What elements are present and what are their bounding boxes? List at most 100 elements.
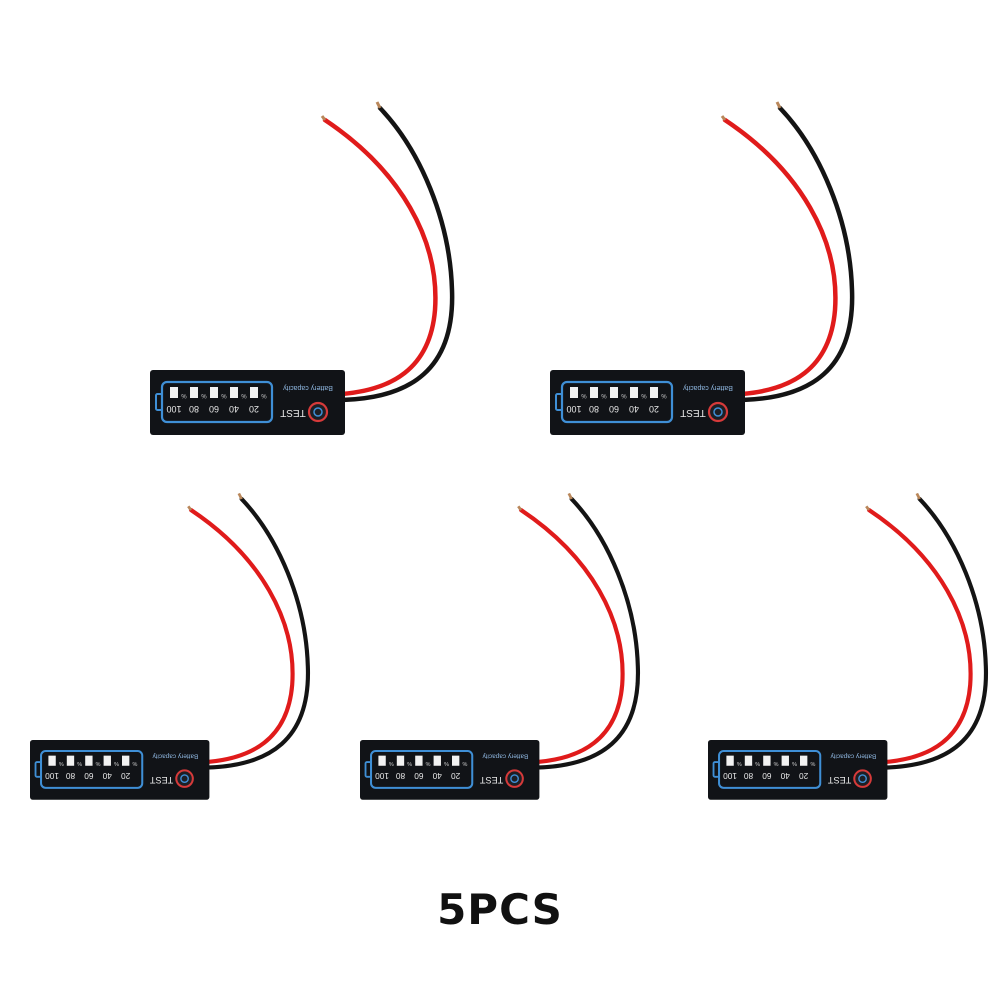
level-led-100 (378, 755, 386, 766)
level-label-100: 100 (166, 404, 181, 414)
battery-terminal (364, 761, 372, 778)
level-led-20 (650, 387, 658, 398)
level-label-60: 60 (209, 404, 219, 414)
level-label-20: 20 (649, 404, 659, 414)
level-label-40: 40 (229, 404, 239, 414)
module-board (360, 740, 540, 800)
black-wire (882, 496, 988, 770)
power-icon (313, 407, 323, 417)
percent-sign: % (201, 392, 207, 398)
level-label-40: 40 (102, 771, 112, 780)
level-label-60: 60 (609, 404, 619, 414)
brand-text: Battery capacity (683, 384, 733, 391)
level-led-40 (103, 755, 111, 766)
red-wire (322, 117, 438, 397)
black-wire (339, 105, 455, 403)
level-label-80: 80 (743, 771, 753, 780)
power-icon (510, 774, 519, 784)
percent-sign: % (221, 392, 227, 398)
battery-terminal (712, 761, 720, 778)
test-button (175, 769, 194, 788)
brand-text: Battery capacity (830, 753, 877, 760)
brand-text: Battery capacity (152, 753, 199, 760)
percent-sign: % (792, 760, 797, 766)
percent-sign: % (601, 392, 607, 398)
level-label-40: 40 (629, 404, 639, 414)
test-button (505, 769, 524, 788)
black-wire (204, 496, 310, 770)
red-wire-tip (517, 505, 523, 511)
level-led-20 (250, 387, 258, 398)
red-wire (188, 507, 295, 765)
module-board (550, 370, 745, 435)
level-label-80: 80 (589, 404, 599, 414)
black-wire-tip (237, 492, 243, 500)
black-wire-tip (775, 101, 782, 109)
battery-terminal (155, 393, 163, 411)
level-label-100: 100 (45, 771, 59, 780)
red-wire (722, 117, 838, 397)
power-icon (858, 774, 867, 784)
quantity-caption: 5PCS (437, 885, 563, 934)
percent-sign: % (426, 760, 431, 766)
test-label: TEST (149, 775, 173, 785)
level-led-60 (610, 387, 618, 398)
test-button (307, 401, 329, 423)
level-label-20: 20 (451, 771, 461, 780)
level-label-80: 80 (189, 404, 199, 414)
test-button (853, 769, 872, 788)
level-label-100: 100 (723, 771, 737, 780)
red-wire (518, 507, 625, 765)
black-wire-tip (375, 101, 382, 109)
level-label-80: 80 (395, 771, 405, 780)
percent-sign: % (444, 760, 449, 766)
power-icon (713, 407, 723, 417)
level-led-40 (630, 387, 638, 398)
percent-sign: % (132, 760, 137, 766)
percent-sign: % (641, 392, 647, 398)
percent-sign: % (661, 392, 667, 398)
level-label-20: 20 (799, 771, 809, 780)
battery-terminal (34, 761, 42, 778)
percent-sign: % (96, 760, 101, 766)
battery-terminal (555, 393, 563, 411)
level-label-40: 40 (780, 771, 790, 780)
percent-sign: % (774, 760, 779, 766)
level-led-60 (763, 755, 771, 766)
level-led-80 (66, 755, 75, 766)
percent-sign: % (389, 760, 394, 766)
module-board (708, 740, 888, 800)
level-led-40 (433, 755, 441, 766)
percent-sign: % (241, 392, 247, 398)
level-led-60 (415, 755, 423, 766)
black-wire (534, 496, 640, 770)
percent-sign: % (810, 760, 815, 766)
level-led-100 (570, 387, 578, 398)
percent-sign: % (737, 760, 742, 766)
level-led-80 (396, 755, 405, 766)
test-label: TEST (680, 407, 706, 418)
level-led-20 (122, 755, 130, 766)
black-wire-tip (915, 492, 921, 500)
level-led-100 (726, 755, 734, 766)
level-label-20: 20 (121, 771, 131, 780)
power-icon (180, 774, 189, 784)
level-label-80: 80 (65, 771, 75, 780)
level-led-40 (230, 387, 238, 398)
red-wire-tip (865, 505, 871, 511)
percent-sign: % (181, 392, 187, 398)
test-button (707, 401, 729, 423)
level-label-20: 20 (249, 404, 259, 414)
red-wire (866, 507, 973, 765)
black-wire (739, 105, 855, 403)
level-label-40: 40 (432, 771, 442, 780)
test-label: TEST (280, 407, 306, 418)
level-label-100: 100 (375, 771, 389, 780)
percent-sign: % (407, 760, 412, 766)
red-wire-tip (320, 115, 327, 121)
